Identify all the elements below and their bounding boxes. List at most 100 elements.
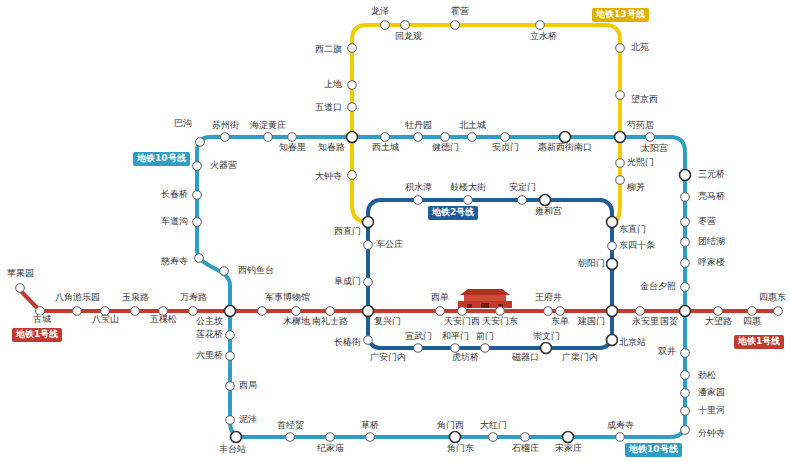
station-name: 苹果园 (6, 269, 35, 279)
station-marker (615, 132, 626, 143)
station-marker (159, 307, 168, 316)
station-marker (774, 307, 783, 316)
station-name: 牡丹园 (404, 121, 433, 131)
station-marker (563, 432, 574, 443)
station-name: 亮马桥 (697, 192, 726, 202)
station-name: 长椿街 (333, 338, 362, 348)
station-marker (636, 307, 645, 316)
station-marker (414, 344, 423, 353)
tiananmen-icon (458, 289, 512, 308)
station-name: 慈寿寺 (160, 257, 189, 267)
station-marker (226, 416, 235, 425)
station-marker (193, 218, 202, 227)
station-marker (193, 162, 202, 171)
station-name: 团结湖 (697, 237, 726, 247)
station-marker (364, 278, 373, 287)
station-marker (36, 307, 45, 316)
station-marker (540, 195, 551, 206)
station-marker (458, 307, 467, 316)
station-name: 积水潭 (404, 183, 433, 193)
station-name: 四惠东 (758, 293, 787, 303)
station-marker (363, 306, 374, 317)
station-marker (464, 196, 473, 205)
station-marker (288, 133, 297, 142)
station-marker (451, 344, 460, 353)
line-name: 地铁1号线 (734, 335, 784, 349)
station-name: 上地 (323, 80, 343, 90)
station-marker (16, 284, 25, 293)
station-name: 前门 (475, 332, 495, 342)
station-marker (607, 306, 618, 317)
station-marker (681, 426, 690, 435)
station-marker (616, 176, 625, 185)
station-marker (348, 81, 357, 90)
station-name: 角门东 (446, 444, 475, 454)
station-marker (414, 133, 423, 142)
station-marker (441, 133, 450, 142)
station-marker (366, 433, 375, 442)
station-name: 建国门 (577, 317, 606, 327)
station-name: 金台夕照 (639, 282, 677, 292)
station-name: 大红门 (479, 421, 508, 431)
station-name: 西单 (430, 293, 450, 303)
station-marker (681, 283, 690, 292)
station-marker (450, 432, 461, 443)
station-name: 公主坟 (195, 317, 224, 327)
station-marker (414, 196, 423, 205)
station-name: 西直门 (333, 227, 362, 237)
station-name: 潘家园 (697, 388, 726, 398)
station-marker (131, 307, 140, 316)
station-marker (363, 217, 374, 228)
line-badge: 地铁1号线 (12, 328, 62, 342)
station-name: 西局 (238, 381, 258, 391)
station-name: 东直门 (618, 225, 647, 235)
station-name: 纪家庙 (316, 444, 345, 454)
station-name: 北京站 (618, 338, 647, 348)
line-name: 地铁10号线 (133, 152, 190, 166)
station-marker (680, 170, 691, 181)
station-marker (681, 218, 690, 227)
station-name: 木樨地 (282, 317, 311, 327)
station-name: 东单 (550, 317, 570, 327)
station-name: 八宝山 (91, 315, 120, 325)
line-13-track (352, 25, 620, 222)
station-marker (451, 21, 460, 30)
station-marker (748, 307, 757, 316)
station-marker (401, 21, 410, 30)
station-name: 五道口 (314, 103, 343, 113)
station-name: 万寿路 (179, 293, 208, 303)
station-name: 西二旗 (314, 45, 343, 55)
station-name: 安定门 (508, 183, 537, 193)
station-name: 三元桥 (697, 170, 726, 180)
station-name: 永安里 (631, 317, 660, 327)
station-name: 双井 (657, 347, 677, 357)
station-marker (680, 306, 691, 317)
station-name: 崇文门 (532, 332, 561, 342)
station-name: 回龙观 (394, 32, 423, 42)
station-marker (496, 307, 505, 316)
station-name: 大钟寺 (314, 172, 343, 182)
station-marker (189, 307, 198, 316)
station-marker (536, 21, 545, 30)
station-marker (681, 259, 690, 268)
station-marker (101, 307, 110, 316)
station-name: 东四十条 (618, 241, 656, 251)
station-name: 长春桥 (160, 190, 189, 200)
station-marker (226, 352, 235, 361)
station-name: 知春路 (317, 143, 346, 153)
station-marker (381, 21, 390, 30)
line-name: 地铁10号线 (625, 443, 682, 457)
station-marker (292, 307, 301, 316)
station-name: 成寿寺 (606, 421, 635, 431)
line-badge: 地铁1号线 (734, 335, 784, 349)
station-name: 天安门西 (443, 317, 481, 327)
line-badge: 地铁10号线 (133, 152, 190, 166)
station-marker (489, 433, 498, 442)
station-name: 劲松 (697, 371, 717, 381)
station-name: 柳芳 (626, 183, 646, 193)
station-name: 角门西 (436, 421, 465, 431)
station-name: 磁器口 (511, 353, 540, 363)
station-marker (326, 307, 335, 316)
station-name: 呼家楼 (697, 258, 726, 268)
